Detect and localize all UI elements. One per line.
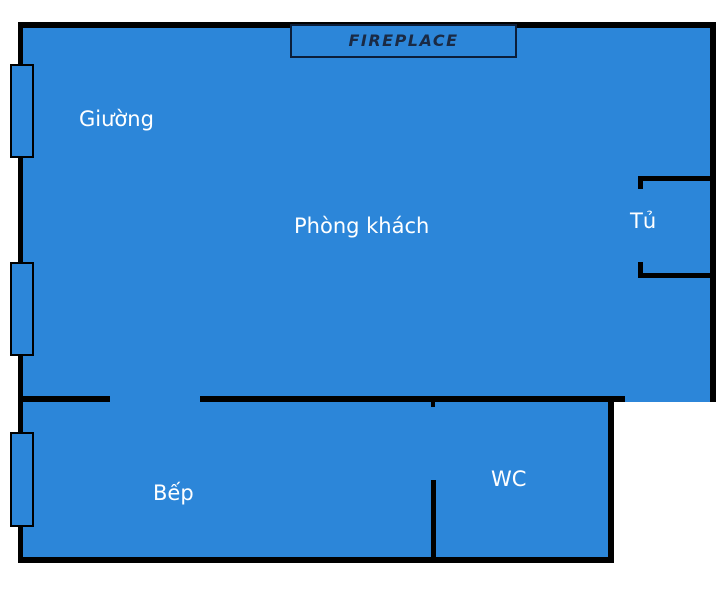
wall-wc [431,480,436,560]
wardrobe-wall-top-return [638,176,643,189]
room-label-bedroom: Giường [79,107,154,131]
wardrobe-wall-bottom-return [638,262,643,278]
fireplace [290,24,517,58]
fireplace-label: FIREPLACE [348,31,459,50]
window-3 [10,432,34,527]
wall-right-upper [710,22,716,402]
wardrobe-wall-top [638,176,714,181]
wall-divider-main [200,396,625,402]
wall-right-lower [608,398,614,563]
wall-divider-left [18,396,110,402]
room-label-kitchen: Bếp [153,481,194,505]
wall-bottom [18,557,614,563]
living-room-area [20,26,712,402]
wall-stub [431,400,435,407]
room-label-wardrobe: Tủ [630,209,657,233]
window-2 [10,262,34,356]
room-label-living-room: Phòng khách [294,214,430,238]
lower-rooms-area [20,398,612,560]
wardrobe-wall-bottom [638,273,714,278]
window-1 [10,64,34,158]
room-label-wc: WC [491,467,527,491]
